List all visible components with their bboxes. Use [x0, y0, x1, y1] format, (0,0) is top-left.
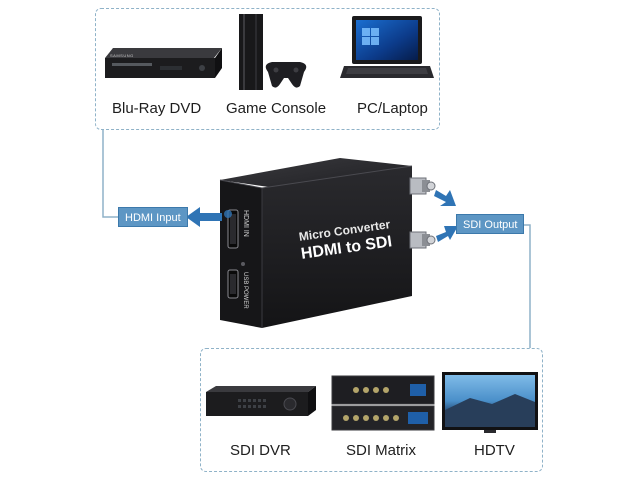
source-devices-box — [95, 8, 440, 130]
bluray-brand-label: SAMSUNG — [110, 53, 134, 58]
game-console-label: Game Console — [226, 100, 327, 117]
bluray-player-image — [105, 48, 222, 78]
sdi-matrix-label: SDI Matrix — [346, 442, 417, 459]
sdi-dvr-image — [206, 386, 316, 416]
port-label-hdmi-in: HDMI IN — [242, 210, 249, 237]
sdi-matrix-image — [331, 375, 435, 431]
sdi-dvr-label: SDI DVR — [230, 442, 291, 459]
destination-devices-box — [200, 348, 543, 472]
port-label-usb-power: USB POWER — [242, 272, 248, 309]
hdtv-label: HDTV — [474, 442, 515, 459]
bnc-connector-bottom — [409, 231, 436, 249]
game-console-image — [239, 14, 307, 90]
pc-laptop-label: PC/Laptop — [357, 100, 428, 117]
arrows — [186, 190, 458, 242]
bnc-connector-top — [409, 177, 436, 195]
bluray-dvd-label: Blu-Ray DVD — [112, 100, 202, 117]
laptop-image — [340, 16, 434, 78]
hdtv-image — [442, 372, 538, 433]
sdi-output-tag: SDI Output — [456, 214, 525, 234]
hdmi-input-tag: HDMI Input — [118, 207, 188, 227]
hdmi-to-sdi-converter-image — [219, 158, 436, 328]
